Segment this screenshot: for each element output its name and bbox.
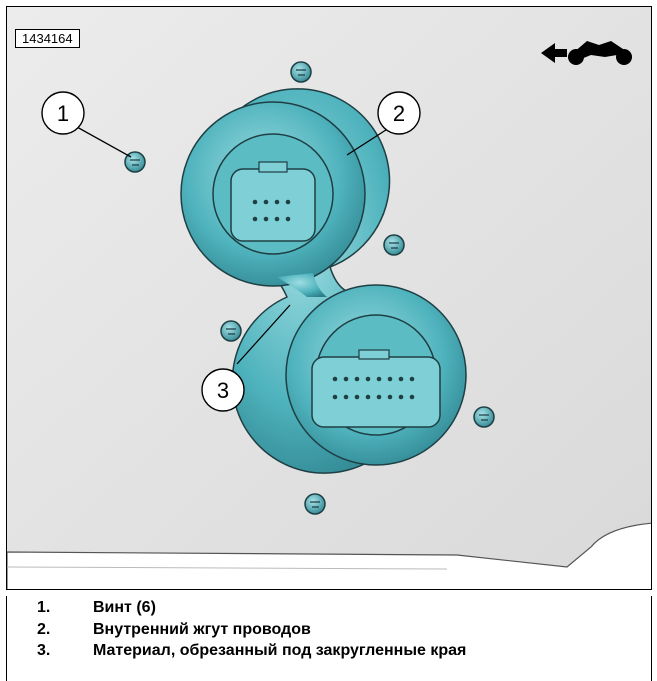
lower-connector — [311, 314, 441, 436]
screw-icon — [220, 320, 242, 342]
screw-icon — [290, 61, 312, 83]
callout-circle-2 — [377, 91, 421, 135]
leader-line-1 — [76, 126, 132, 158]
legend-text: Материал, обрезанный под закругленные кр… — [93, 642, 467, 659]
callout-1: 1 — [57, 101, 69, 126]
figure-id-label: 1434164 — [15, 29, 80, 48]
upper-connector — [212, 133, 334, 255]
legend-number: 3. — [37, 642, 51, 659]
legend-text: Винт (6) — [93, 599, 156, 616]
callout-circle-3 — [201, 368, 245, 412]
callout-circle-1 — [41, 91, 85, 135]
legend-item: 1. Винт (6) — [37, 599, 156, 617]
motorcycle-icon — [568, 41, 632, 65]
callout-2: 2 — [393, 101, 405, 126]
screw-icon — [383, 234, 405, 256]
leader-line-2 — [346, 127, 390, 156]
connector-plate — [180, 88, 467, 474]
screw-icon — [304, 493, 326, 515]
illustration: 1 2 3 — [7, 7, 651, 589]
figure-frame: 1 2 3 1434164 — [6, 6, 652, 590]
screw-icon — [473, 406, 495, 428]
legend-text: Внутренний жгут проводов — [93, 621, 311, 638]
legend-number: 1. — [37, 599, 51, 616]
leader-line-3 — [236, 304, 291, 365]
legend-item: 3. Материал, обрезанный под закругленные … — [37, 642, 466, 660]
panel-edge — [7, 522, 651, 589]
direction-arrow-icon — [541, 43, 567, 63]
legend-item: 2. Внутренний жгут проводов — [37, 621, 311, 639]
callout-3: 3 — [217, 378, 229, 403]
legend: 1. Винт (6) 2. Внутренний жгут проводов 3.… — [6, 596, 652, 681]
legend-number: 2. — [37, 621, 51, 638]
